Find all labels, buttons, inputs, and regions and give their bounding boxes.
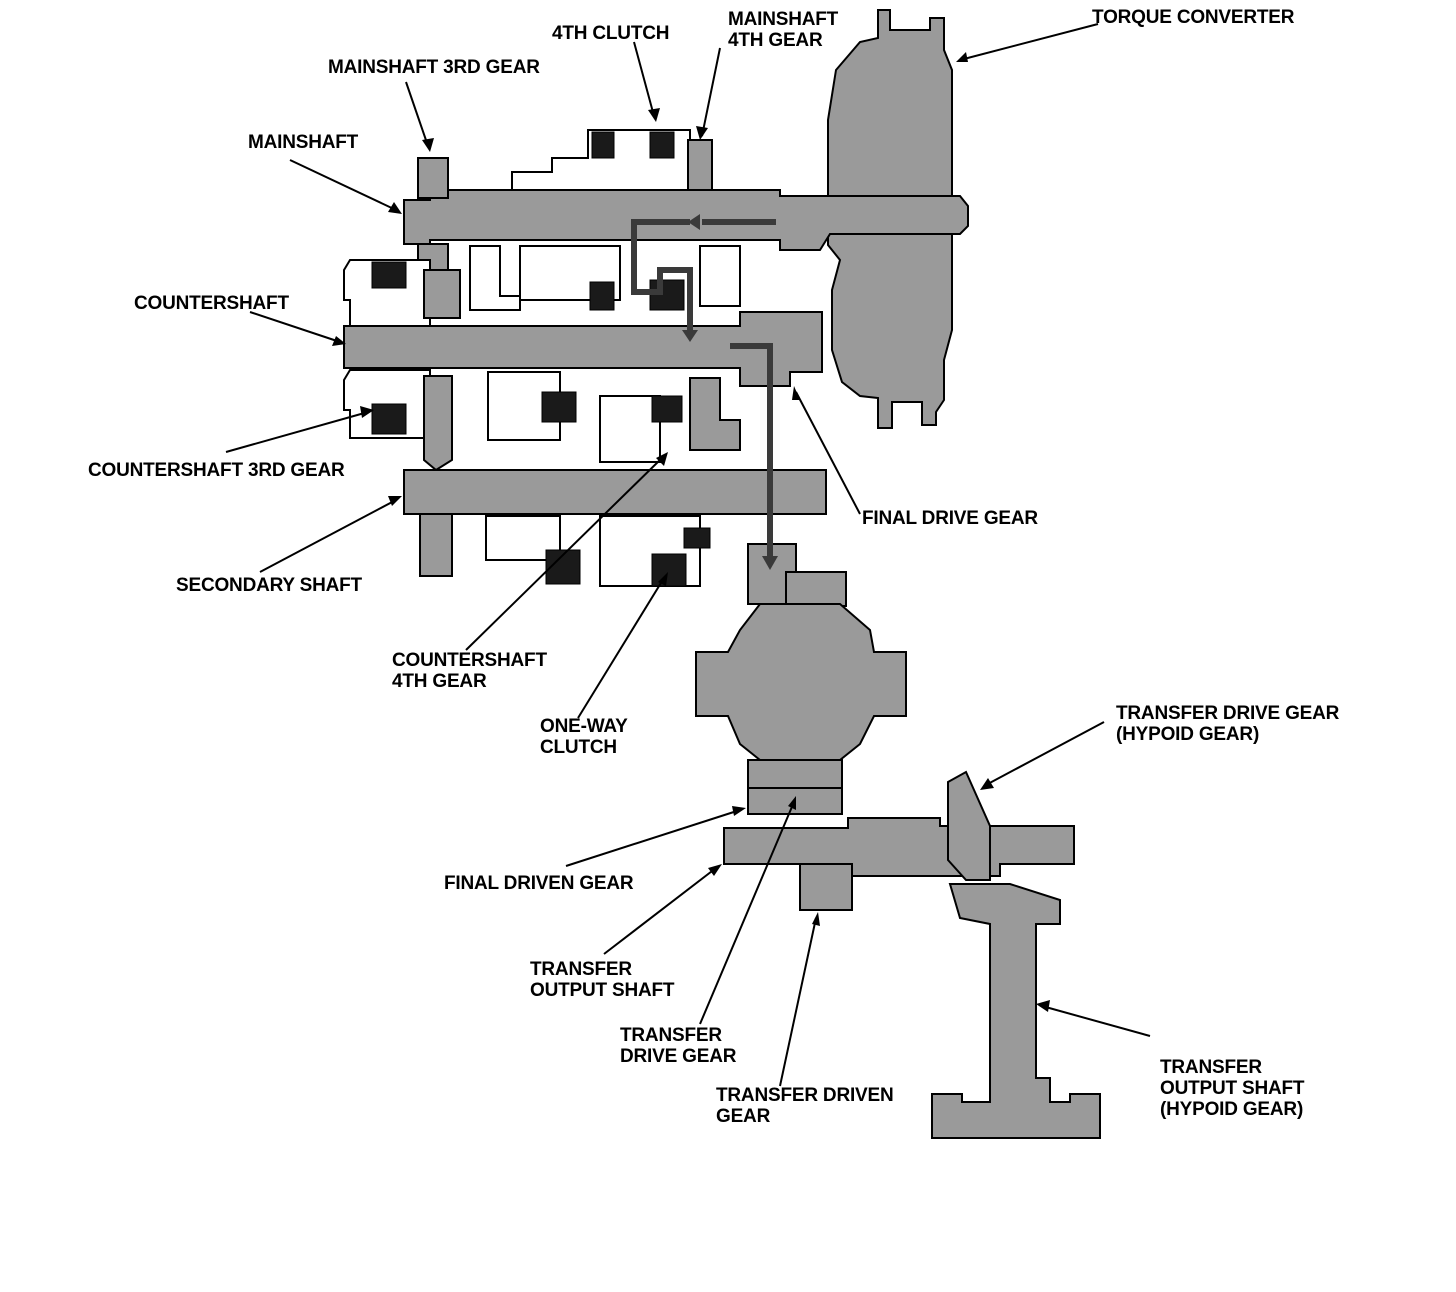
label-transfer-output-shaft: TRANSFER OUTPUT SHAFT (530, 959, 675, 1001)
label-mainshaft-4th-gear: MAINSHAFT 4TH GEAR (728, 9, 839, 51)
label-transfer-drive-gear-hypoid: TRANSFER DRIVE GEAR (HYPOID GEAR) (1116, 703, 1340, 745)
secondary-shaft (403, 469, 827, 587)
transfer-assembly (723, 770, 1101, 1139)
power-flow-path (631, 214, 778, 570)
countershaft (343, 259, 823, 472)
label-transfer-output-shaft-hypoid: TRANSFER OUTPUT SHAFT (HYPOID GEAR) (1160, 1057, 1305, 1120)
label-countershaft: COUNTERSHAFT (134, 293, 289, 314)
label-transfer-drive-gear: TRANSFER DRIVE GEAR (620, 1025, 737, 1067)
mainshaft (403, 129, 969, 311)
label-torque-converter: TORQUE CONVERTER (1092, 7, 1295, 28)
label-transfer-driven-gear: TRANSFER DRIVEN GEAR (716, 1085, 894, 1127)
label-countershaft-4th-gear: COUNTERSHAFT 4TH GEAR (392, 650, 547, 692)
label-mainshaft: MAINSHAFT (248, 132, 359, 153)
label-one-way-clutch: ONE-WAY CLUTCH (540, 716, 628, 758)
label-final-drive-gear: FINAL DRIVE GEAR (862, 508, 1038, 529)
leader-lines (225, 23, 1151, 1087)
label-4th-clutch: 4TH CLUTCH (552, 23, 670, 44)
label-secondary-shaft: SECONDARY SHAFT (176, 575, 362, 596)
label-mainshaft-3rd-gear: MAINSHAFT 3RD GEAR (328, 57, 540, 78)
differential (695, 543, 907, 815)
label-final-driven-gear: FINAL DRIVEN GEAR (444, 873, 634, 894)
label-countershaft-3rd-gear: COUNTERSHAFT 3RD GEAR (88, 460, 345, 481)
